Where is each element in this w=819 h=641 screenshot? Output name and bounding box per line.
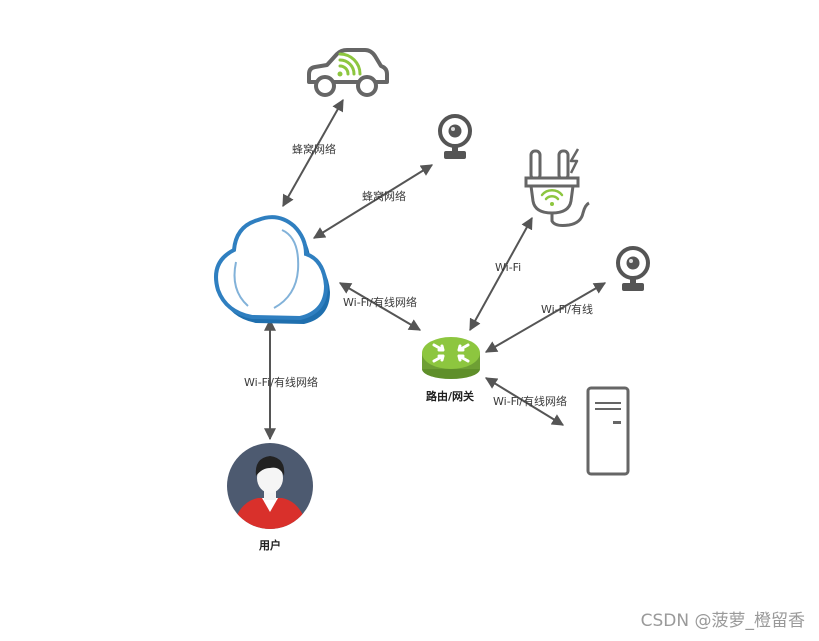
router-icon [422, 337, 480, 379]
edge-router-smart-plug [469, 216, 533, 332]
server-icon [586, 386, 630, 476]
edge-label-router-server: Wi-Fi/有线网络 [493, 394, 567, 408]
connected-car-icon [307, 48, 389, 97]
user-avatar-icon [227, 443, 313, 529]
edges [264, 98, 607, 441]
cloud-icon [214, 215, 330, 324]
smart-plug-icon [524, 148, 590, 227]
edge-label-router-camera-right: Wi-Fi/有线 [541, 302, 593, 316]
webcam-icon [438, 114, 472, 159]
edge-label-router-smart-plug: Wi-Fi [495, 261, 521, 274]
router-label: 路由/网关 [426, 389, 474, 403]
edge-labels: 蜂窝网络 蜂窝网络 Wi-Fi/有线网络 Wi-Fi/有线网络 Wi-Fi Wi… [244, 142, 593, 408]
edge-label-cloud-user: Wi-Fi/有线网络 [244, 375, 318, 389]
edge-label-cloud-router: Wi-Fi/有线网络 [343, 295, 417, 309]
edge-cloud-camera-top [312, 164, 434, 239]
edge-cloud-router [338, 282, 422, 331]
edge-router-camera-right [484, 282, 607, 353]
edge-label-cloud-camera-top: 蜂窝网络 [362, 189, 406, 203]
user-label: 用户 [259, 538, 281, 552]
edge-router-server [484, 377, 565, 426]
edge-label-cloud-car: 蜂窝网络 [292, 142, 336, 156]
edge-cloud-car [282, 98, 344, 208]
webcam-icon [616, 246, 650, 291]
watermark: CSDN @菠萝_橙留香 [640, 611, 805, 631]
